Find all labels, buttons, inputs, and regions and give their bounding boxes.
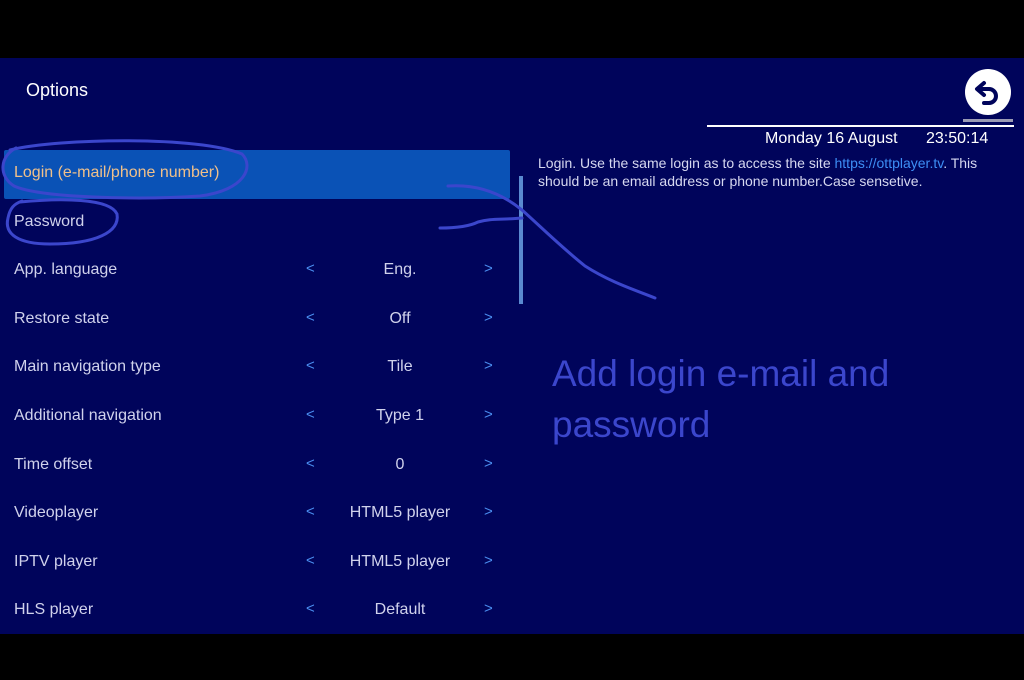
prev-value-arrow[interactable]: < (306, 551, 315, 569)
letterbox-top (0, 0, 1024, 58)
option-restore-state[interactable]: Restore state < Off > (4, 296, 510, 345)
prev-value-arrow[interactable]: < (306, 260, 315, 278)
prev-value-arrow[interactable]: < (306, 405, 315, 423)
option-value: 0 (395, 455, 405, 473)
option-additional-navigation[interactable]: Additional navigation < Type 1 > (4, 393, 510, 442)
option-time-offset[interactable]: Time offset < 0 > (4, 442, 510, 491)
option-value: Eng. (383, 261, 417, 279)
option-password[interactable]: Password (4, 199, 510, 248)
prev-value-arrow[interactable]: < (306, 600, 315, 618)
prev-value-arrow[interactable]: < (306, 357, 315, 375)
next-value-arrow[interactable]: > (484, 260, 493, 278)
options-menu: Login (e-mail/phone number) Password App… (4, 150, 510, 634)
option-value: HTML5 player (349, 504, 451, 522)
next-value-arrow[interactable]: > (484, 308, 493, 326)
next-value-arrow[interactable]: > (484, 357, 493, 375)
option-value: Type 1 (375, 406, 425, 424)
letterbox-bottom (0, 634, 1024, 680)
option-videoplayer[interactable]: Videoplayer < HTML5 player > (4, 490, 510, 539)
next-value-arrow[interactable]: > (484, 503, 493, 521)
annotation-line-2: password (552, 404, 711, 445)
option-value: HTML5 player (349, 552, 451, 570)
prev-value-arrow[interactable]: < (306, 308, 315, 326)
option-label: IPTV player (14, 552, 98, 570)
site-link[interactable]: https://ottplayer.tv (834, 155, 944, 171)
option-label: Main navigation type (14, 358, 161, 376)
header-divider (707, 125, 1014, 127)
option-value: Off (389, 309, 411, 327)
option-label: App. language (14, 261, 118, 279)
current-time: 23:50:14 (926, 130, 989, 147)
back-button-underline (963, 119, 1013, 122)
page-title: Options (26, 80, 89, 100)
option-iptv-player[interactable]: IPTV player < HTML5 player > (4, 539, 510, 588)
option-label: Login (e-mail/phone number) (14, 164, 220, 181)
annotation-line-1: Add login e-mail and (552, 353, 890, 394)
prev-value-arrow[interactable]: < (306, 454, 315, 472)
option-label: Time offset (14, 455, 93, 473)
option-main-navigation-type[interactable]: Main navigation type < Tile > (4, 344, 510, 393)
prev-value-arrow[interactable]: < (306, 503, 315, 521)
next-value-arrow[interactable]: > (484, 454, 493, 472)
option-label: HLS player (14, 601, 94, 619)
handwritten-annotation: Add login e-mail and password (552, 348, 992, 450)
option-app-language[interactable]: App. language < Eng. > (4, 247, 510, 296)
option-hls-player[interactable]: HLS player < Default > (4, 587, 510, 634)
description-text: Login. Use the same login as to access t… (538, 155, 835, 171)
option-label: Additional navigation (14, 406, 162, 424)
option-label: Restore state (14, 309, 110, 327)
options-screen: Options Monday 16 August 23:50:14 Login … (0, 58, 1024, 634)
back-button[interactable] (965, 69, 1011, 115)
option-description: Login. Use the same login as to access t… (538, 154, 1014, 190)
back-arrow-icon (975, 81, 998, 105)
option-label: Password (14, 212, 85, 230)
option-login[interactable]: Login (e-mail/phone number) (4, 150, 510, 199)
option-value: Tile (387, 358, 413, 376)
next-value-arrow[interactable]: > (484, 405, 493, 423)
next-value-arrow[interactable]: > (484, 551, 493, 569)
option-value: Default (374, 601, 426, 619)
option-label: Videoplayer (14, 504, 99, 522)
next-value-arrow[interactable]: > (484, 600, 493, 618)
menu-scrollbar[interactable] (519, 176, 523, 304)
current-date: Monday 16 August (765, 130, 898, 147)
